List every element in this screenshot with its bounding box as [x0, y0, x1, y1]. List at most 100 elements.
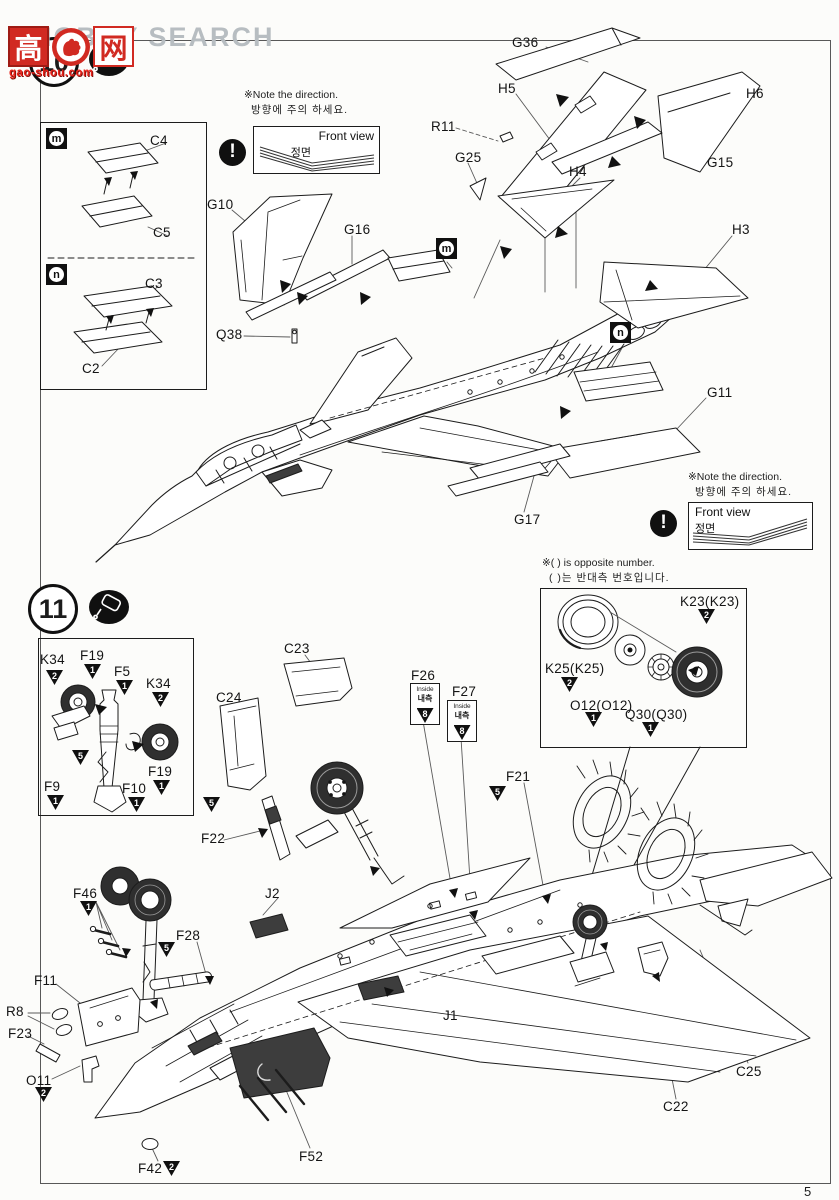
front-view-box-right: Front view 정면 [688, 502, 813, 550]
front-view-label-ko: 정면 [695, 523, 716, 535]
front-view-label-ko: 정면 [290, 147, 311, 159]
inside-label-ko: 내측 [417, 694, 433, 703]
part-label-r8: R8 [6, 1004, 24, 1019]
inside-note-box-f26: Inside 내측 8 [410, 683, 440, 725]
main-wheel-inset-box [540, 588, 747, 748]
part-label-g10: G10 [207, 197, 234, 212]
exclamation-icon: ! [650, 510, 677, 537]
part-label-f26: F26 [411, 668, 436, 683]
part-label-q30: Q30(Q30) [625, 707, 688, 722]
note-direction-top: ※Note the direction. 방향에 주의 하세요. [244, 88, 348, 118]
paint-marker-8: 8 [416, 708, 434, 723]
cockpit-and-small-parts [35, 657, 669, 1150]
front-view-sketch [692, 518, 808, 546]
nose-gear-box-drawing [51, 684, 179, 813]
part-label-f5: F5 [114, 664, 131, 679]
watermark-site-url: gao-shou.com [9, 67, 94, 79]
part-label-r11: R11 [431, 119, 456, 134]
part-label-f19: F19 [80, 648, 105, 663]
part-label-h4: H4 [569, 164, 587, 179]
part-label-f46: F46 [73, 886, 98, 901]
front-view-label-en: Front view [695, 505, 751, 519]
note-opposite-en: ※( ) is opposite number. [542, 557, 655, 569]
step10-inset-plates [47, 142, 199, 354]
nose-gear-installed [100, 866, 172, 1023]
step10-fuselage [95, 299, 673, 563]
part-label-h3: H3 [732, 222, 750, 237]
part-label-g25: G25 [455, 150, 482, 165]
part-label-f28: F28 [176, 928, 201, 943]
note-opposite-number: ※( ) is opposite number. ( )는 반대측 번호입니다. [542, 556, 670, 586]
exclamation-icon: ! [219, 139, 246, 166]
watermark-logo-char-right: 网 [93, 26, 134, 67]
assembly-mark-n-icon: n [610, 322, 631, 343]
front-view-sketch [259, 146, 375, 172]
watermark-thumb-emblem-icon [51, 27, 91, 67]
part-label-o12: O12(O12) [570, 698, 633, 713]
part-label-g15: G15 [707, 155, 734, 170]
part-label-g11: G11 [707, 385, 733, 400]
part-label-g17: G17 [514, 512, 541, 527]
paint-marker-8: 8 [453, 725, 471, 740]
watermark: HOBBY SEARCH 高 网 gao-shou.com [6, 12, 306, 92]
inside-label-en: Inside [416, 686, 434, 693]
note-direction-ko: 방향에 주의 하세요. [251, 104, 349, 116]
engine-drum-2 [636, 801, 709, 905]
part-label-q38: Q38 [216, 327, 243, 342]
left-main-gear [295, 761, 405, 885]
step10-exploded-parts [232, 27, 761, 497]
part-label-g16: G16 [344, 222, 371, 237]
watermark-logo-char-left: 高 [8, 26, 49, 67]
part-label-f21: F21 [506, 769, 531, 784]
glue-icon [88, 589, 130, 630]
part-label-c5: C5 [153, 225, 171, 240]
part-label-f11: F11 [34, 973, 58, 988]
part-label-f19: F19 [148, 764, 173, 779]
front-view-box-top: Front view 정면 [253, 126, 380, 174]
part-label-k25: K25(K25) [545, 661, 605, 676]
step11-illustration [27, 594, 833, 1162]
part-label-k23: K23(K23) [680, 594, 740, 609]
part-label-f10: F10 [122, 781, 147, 796]
note-direction-en: ※Note the direction. [244, 89, 339, 101]
part-label-j1: J1 [443, 1008, 458, 1023]
assembly-mark-m-icon: m [46, 128, 67, 149]
part-label-f9: F9 [44, 779, 61, 794]
engine-drum-1 [572, 759, 645, 863]
part-label-c22: C22 [663, 1099, 689, 1114]
part-label-j2: J2 [265, 886, 280, 901]
note-opposite-ko: ( )는 반대측 번호입니다. [549, 572, 670, 584]
assembly-mark-n-icon: n [46, 264, 67, 285]
part-label-c23: C23 [284, 641, 310, 656]
part-label-o11: O11 [26, 1073, 52, 1088]
part-label-f23: F23 [8, 1026, 33, 1041]
step10-direction-arrows [104, 94, 658, 419]
nose-gear-inset-box [38, 638, 194, 816]
part-label-h5: H5 [498, 81, 516, 96]
part-label-c2: C2 [82, 361, 100, 376]
part-label-f27: F27 [452, 684, 477, 699]
part-label-c25: C25 [736, 1064, 762, 1079]
part-label-k34: K34 [146, 676, 171, 691]
step10-illustration [47, 27, 761, 563]
part-label-f22: F22 [201, 831, 226, 846]
inside-label-ko: 내측 [454, 711, 470, 720]
part-label-c24: C24 [216, 690, 242, 705]
part-label-c3: C3 [145, 276, 163, 291]
note-direction-right: ※Note the direction. 방향에 주의 하세요. [688, 470, 792, 500]
watermark-logo: 高 网 [8, 26, 134, 67]
note-direction-ko: 방향에 주의 하세요. [695, 486, 793, 498]
note-direction-en: ※Note the direction. [688, 471, 783, 483]
c-parts-inset-box [40, 122, 207, 390]
right-main-gear [569, 904, 615, 987]
part-label-f42: F42 [138, 1161, 163, 1176]
page-number: 5 [804, 1184, 812, 1199]
part-label-c4: C4 [150, 133, 168, 148]
part-label-k34: K34 [40, 652, 65, 667]
assembly-mark-m-icon: m [436, 238, 457, 259]
front-view-label-en: Front view [318, 129, 374, 143]
step-11-number: 11 [28, 584, 78, 634]
part-label-h6: H6 [746, 86, 764, 101]
part-label-f52: F52 [299, 1149, 324, 1164]
